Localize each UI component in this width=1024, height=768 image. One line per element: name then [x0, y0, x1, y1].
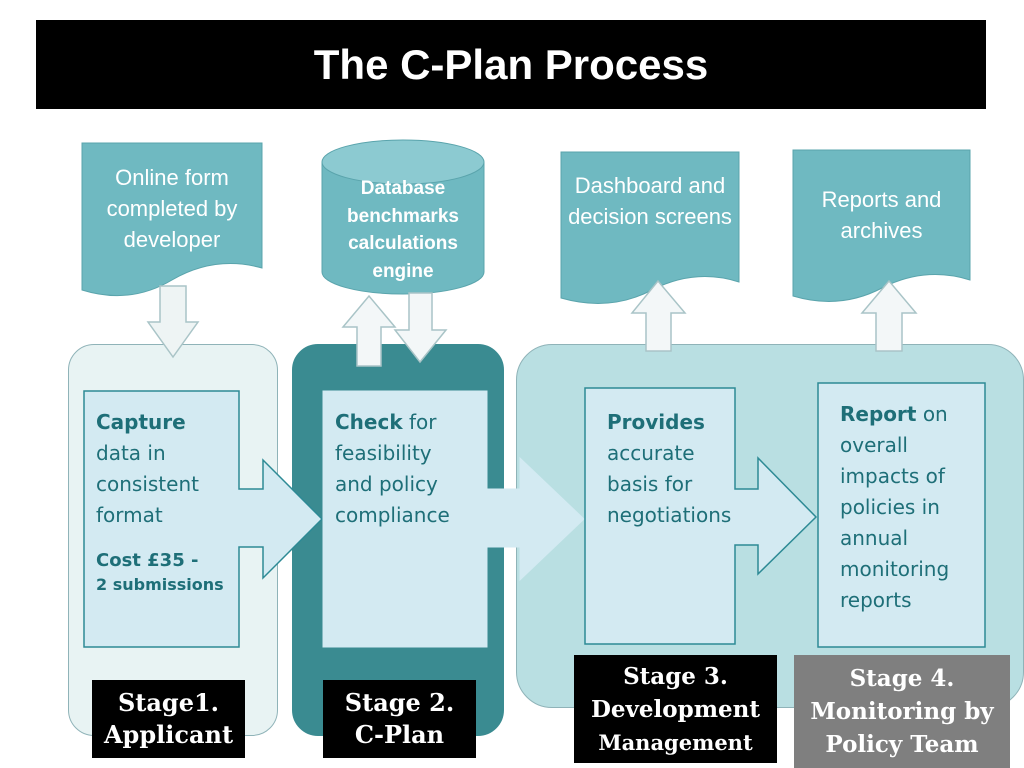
- check-description: for feasibility and policy compliance: [335, 410, 450, 527]
- capture-cost: Cost £35 - 2 submissions: [96, 549, 227, 597]
- stage-3-label: Stage 3. Development Management: [574, 655, 777, 763]
- check-text: Check for feasibility and policy complia…: [323, 393, 487, 545]
- database-cylinder-shape: [321, 139, 485, 295]
- stage-3-line-1: Stage 3.: [623, 662, 728, 690]
- stage-4-line-3: Policy Team: [825, 731, 979, 758]
- report-description: on overall impacts of policies in annual…: [840, 402, 950, 612]
- up-arrow-to-database: [341, 294, 397, 367]
- capture-keyword: Capture: [96, 410, 186, 434]
- stage-4-line-1: Stage 4.: [849, 665, 955, 692]
- up-arrow-to-dashboard: [630, 279, 687, 352]
- check-keyword: Check: [335, 410, 403, 434]
- stage-1-label: Stage1. Applicant: [92, 680, 245, 758]
- down-arrow-form: [146, 285, 200, 359]
- report-keyword: Report: [840, 402, 917, 426]
- stage-2-line-2: C-Plan: [354, 720, 445, 749]
- capture-arrow-shape: [83, 390, 324, 648]
- provides-text: Provides accurate basis for negotiations: [595, 393, 745, 545]
- stage-4-label: Stage 4. Monitoring by Policy Team: [794, 655, 1010, 768]
- stage-3-line-2: Development: [590, 695, 761, 723]
- check-arrow-shape: [322, 390, 585, 648]
- down-arrow-from-database: [393, 292, 448, 364]
- report-text: Report on overall impacts of policies in…: [828, 385, 985, 630]
- reports-label: Reports and archives: [821, 187, 942, 243]
- page-title: The C-Plan Process: [36, 20, 986, 109]
- report-box-shape: [817, 382, 986, 648]
- up-arrow-to-reports: [860, 279, 918, 352]
- reports-document-shape: [792, 149, 971, 302]
- online-form-document-shape: [81, 142, 263, 297]
- provides-arrow-shape: [584, 387, 818, 645]
- capture-text: Capture data in consistent format Cost £…: [84, 393, 239, 611]
- cost-line-1: Cost £35 -: [96, 550, 199, 571]
- stage-1-line-2: Applicant: [103, 720, 234, 749]
- provides-keyword: Provides: [607, 410, 705, 434]
- capture-description: data in consistent format: [96, 441, 199, 527]
- stage-3-line-3: Management: [598, 729, 753, 755]
- stage-2-line-1: Stage 2.: [344, 688, 455, 717]
- stage-1-line-1: Stage1.: [117, 688, 220, 717]
- database-label: Database benchmarks calculations engine: [347, 178, 459, 282]
- stage-2-label: Stage 2. C-Plan: [323, 680, 476, 758]
- stage-4-line-2: Monitoring by: [810, 698, 994, 725]
- dashboard-label: Dashboard and decision screens: [568, 173, 732, 229]
- provides-description: accurate basis for negotiations: [607, 441, 732, 527]
- cost-line-2: 2 submissions: [96, 575, 224, 594]
- online-form-label: Online form completed by developer: [106, 165, 238, 252]
